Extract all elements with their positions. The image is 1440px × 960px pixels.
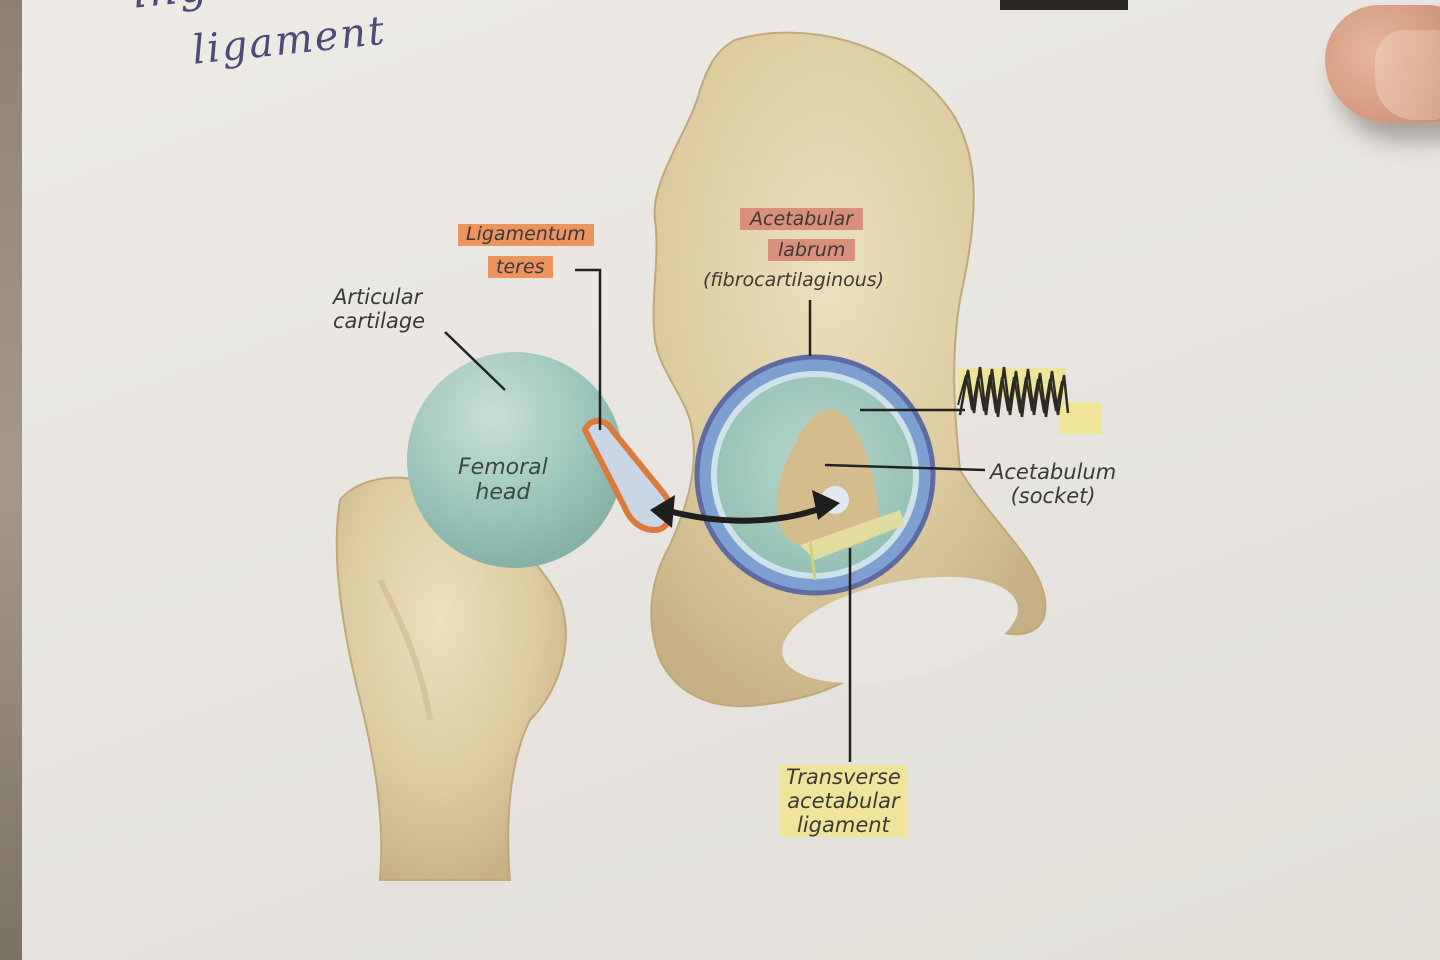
fingernail bbox=[1375, 30, 1440, 120]
scribble-out-icon bbox=[957, 366, 1070, 418]
label-acetabular-labrum-line3: (fibrocartilaginous) bbox=[703, 269, 885, 291]
label-ligamentum-teres-line1: Ligamentum bbox=[458, 223, 594, 246]
label-femoral-head: Femoral head bbox=[458, 455, 548, 506]
femoral-head-shape bbox=[407, 352, 623, 568]
label-ligamentum-teres-line2: teres bbox=[488, 256, 553, 279]
label-acetabular-labrum-line1: Acetabular bbox=[740, 208, 864, 231]
label-acetabular-labrum-line2: labrum bbox=[768, 239, 856, 262]
dark-edge-object bbox=[1000, 0, 1128, 10]
label-acetabulum: Acetabulum (socket) bbox=[990, 460, 1117, 509]
leader-lines bbox=[444, 268, 986, 762]
acetabulum-shape bbox=[694, 354, 936, 596]
label-articular-cartilage: Articular cartilage bbox=[333, 285, 426, 334]
label-transverse-acetabular-ligament: Transverse acetabular ligament bbox=[780, 765, 907, 838]
annotation-double-arrow bbox=[650, 490, 840, 528]
